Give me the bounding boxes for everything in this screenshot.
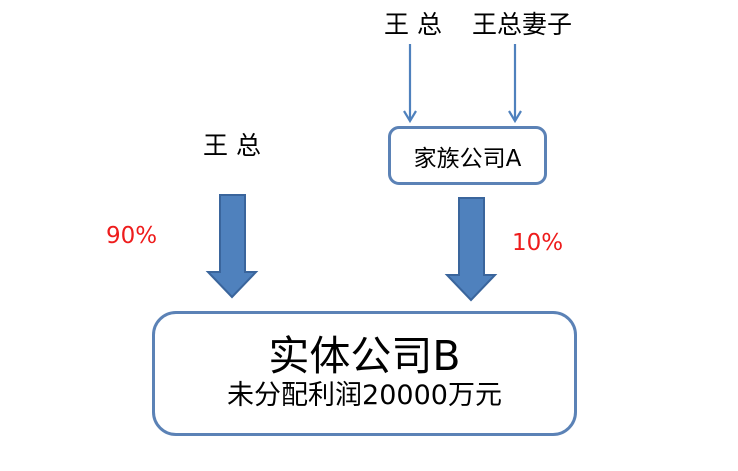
left-person-wang: 王 总 (203, 131, 261, 160)
top-person-wife: 王总妻子 (472, 10, 573, 39)
entity-company-subtitle: 未分配利润20000万元 (227, 379, 502, 411)
entity-company-title: 实体公司B (268, 331, 461, 380)
entity-company-box: 实体公司B 未分配利润20000万元 (152, 311, 577, 436)
family-company-label: 家族公司A (413, 145, 522, 172)
left-block-arrow (205, 194, 259, 299)
wang-to-family-arrowhead (403, 110, 417, 124)
right-block-arrow (444, 197, 498, 302)
wife-to-family-arrowhead (508, 110, 522, 124)
right-percentage: 10% (512, 230, 564, 256)
top-person-wang: 王 总 (384, 10, 442, 39)
family-company-box: 家族公司A (388, 126, 547, 185)
left-percentage: 90% (106, 223, 158, 249)
